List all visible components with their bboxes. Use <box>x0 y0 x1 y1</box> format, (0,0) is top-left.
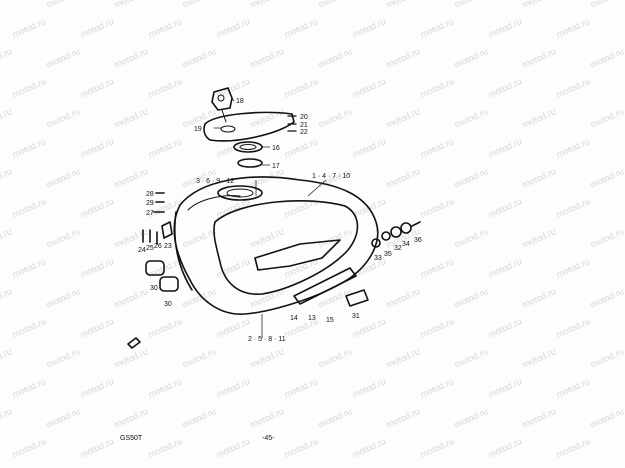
mounting-bolt-36 <box>411 221 421 227</box>
callout-2-5-8-11: 2 · 5 · 8 · 11 <box>248 336 286 343</box>
tank-rear-rubber <box>345 289 369 307</box>
callout-30-upper: 30 <box>150 285 158 292</box>
fuel-tank-outline <box>173 176 379 315</box>
callout-16: 16 <box>272 145 280 152</box>
callout-15: 15 <box>326 317 334 324</box>
cap-lock-assembly <box>211 87 233 111</box>
tank-seat-bracket <box>173 211 193 291</box>
fitting-washer-33 <box>371 238 381 248</box>
callout-23: 23 <box>164 243 172 250</box>
callout-33: 33 <box>374 255 382 262</box>
tank-knee-panel <box>213 200 359 295</box>
tank-cushion-lower <box>159 276 179 292</box>
callout-32: 32 <box>394 245 402 252</box>
tank-cushion-upper <box>145 260 165 276</box>
callout-36: 36 <box>414 237 422 244</box>
tank-emblem-recess <box>254 239 341 271</box>
callout-20: 20 <box>300 114 308 121</box>
callout-26: 26 <box>154 243 162 250</box>
model-code: GS50T <box>120 435 143 442</box>
fitting-washer-35 <box>381 231 391 241</box>
callout-18: 18 <box>236 98 244 105</box>
bracket-23 <box>161 221 173 239</box>
filler-cap-recess <box>217 185 263 201</box>
callout-30-lower: 30 <box>164 301 172 308</box>
callout-19: 19 <box>194 126 202 133</box>
fitting-collar-34 <box>400 222 412 234</box>
callout-27: 27 <box>146 210 154 217</box>
callout-34: 34 <box>402 241 410 248</box>
callout-31: 31 <box>352 313 360 320</box>
callout-14: 14 <box>290 315 298 322</box>
cap-gasket <box>233 141 263 153</box>
callout-22: 22 <box>300 129 308 136</box>
callout-21: 21 <box>300 122 308 129</box>
small-clip <box>127 337 141 349</box>
filler-ring <box>237 158 263 168</box>
fitting-grommet-32 <box>390 226 402 238</box>
callout-24: 24 <box>138 247 146 254</box>
suzuki-tank-emblem <box>293 267 357 305</box>
callout-3-6-9-12: 3 · 6 · 9 · 12 <box>196 178 234 185</box>
callout-28: 28 <box>146 191 154 198</box>
callout-35: 35 <box>384 251 392 258</box>
fuel-cap-lid <box>203 111 295 142</box>
callout-13: 13 <box>308 315 316 322</box>
callout-25: 25 <box>146 245 154 252</box>
page-number: -45- <box>262 435 275 442</box>
callout-29: 29 <box>146 200 154 207</box>
callout-1-4-7-10: 1 · 4 · 7 · 10 <box>312 173 350 180</box>
callout-17: 17 <box>272 163 280 170</box>
